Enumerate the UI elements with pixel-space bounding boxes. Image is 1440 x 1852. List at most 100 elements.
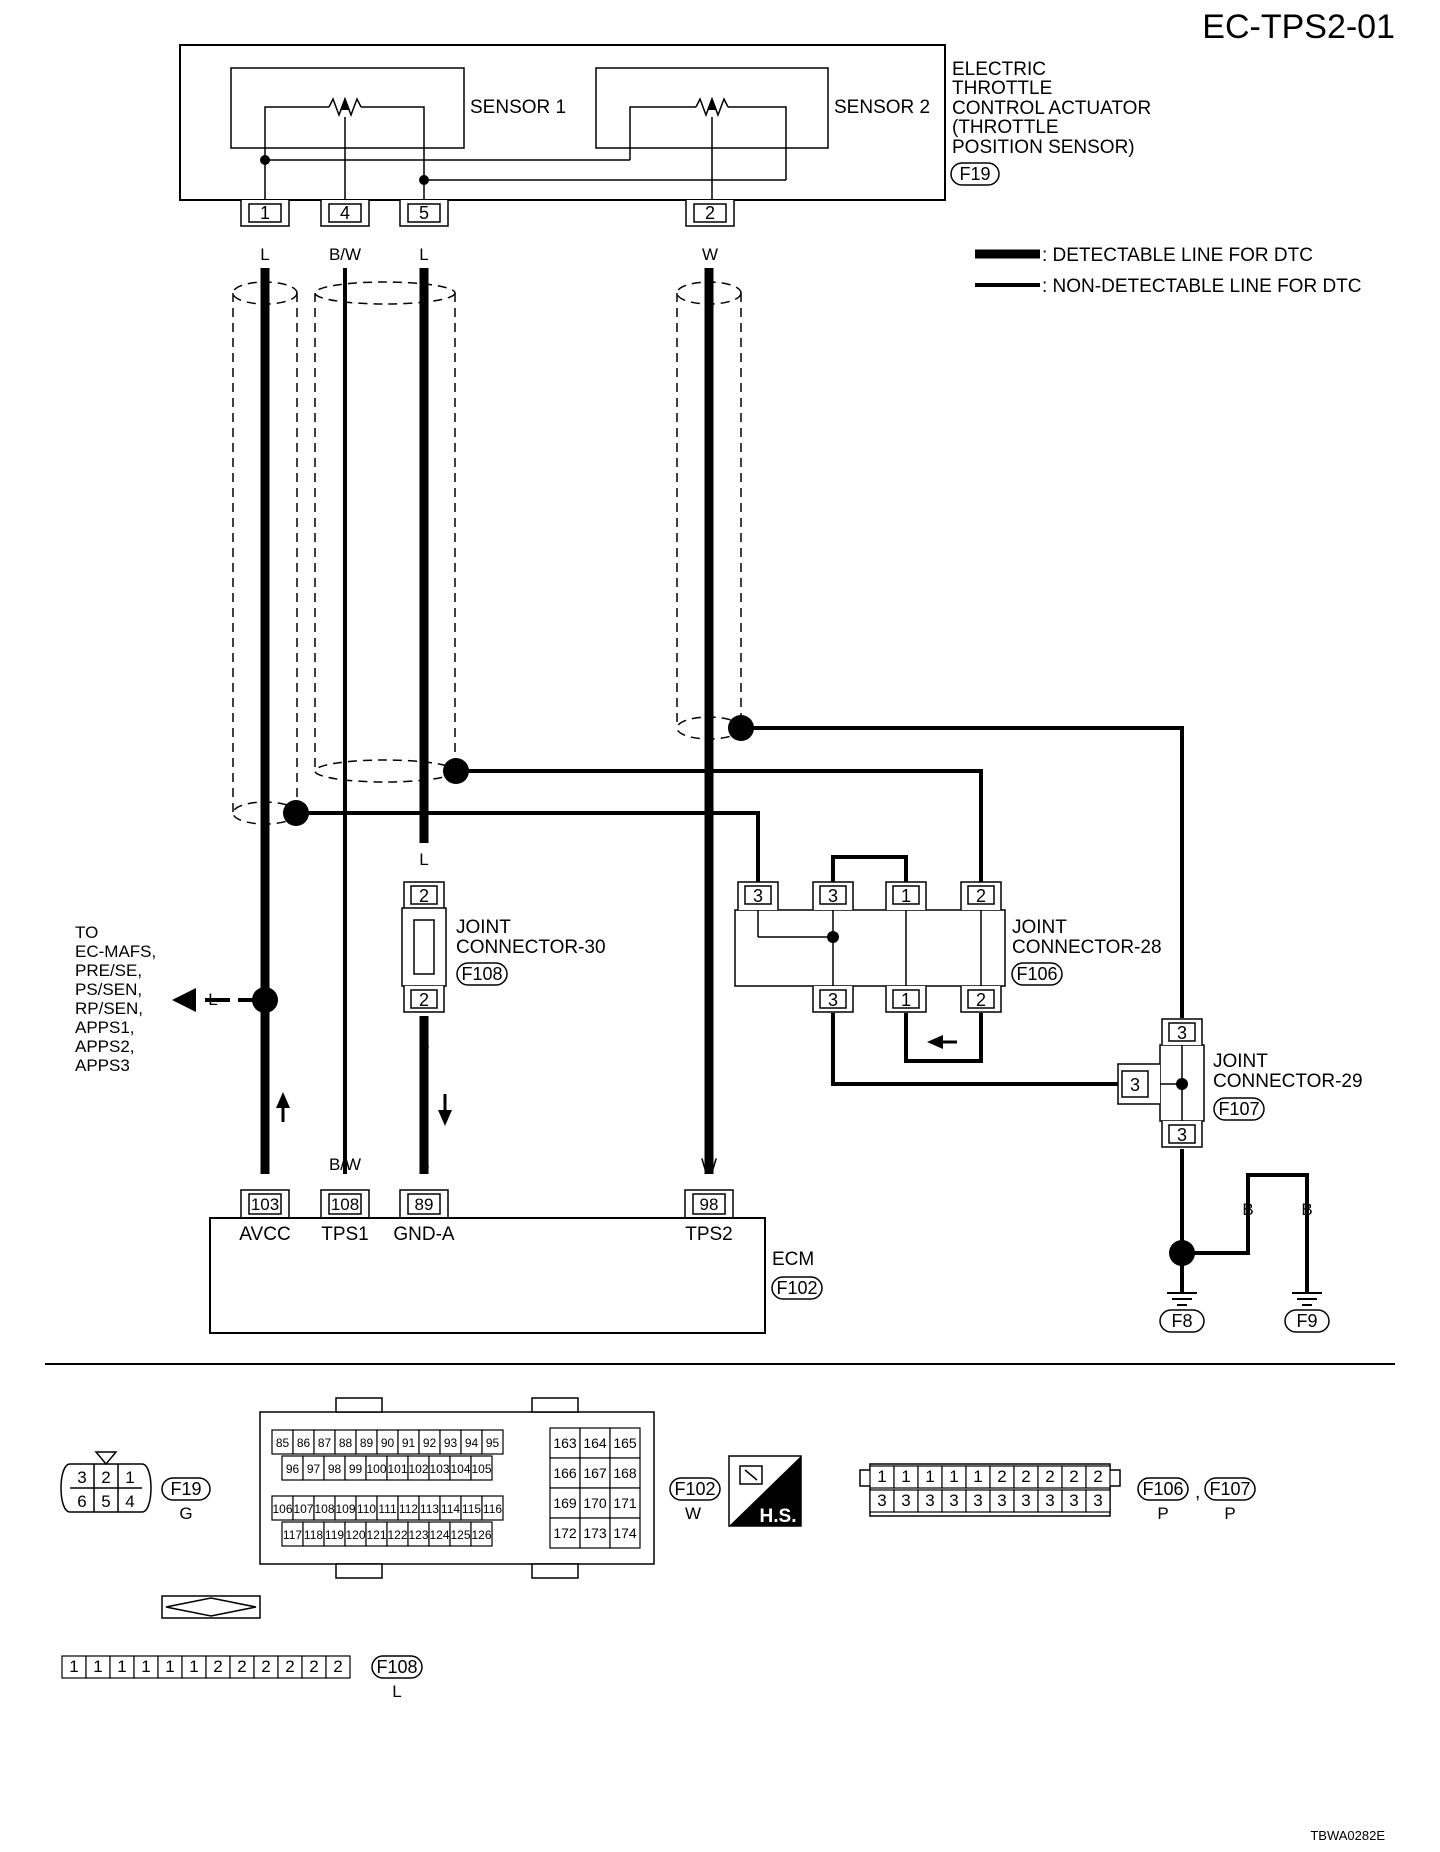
pin-cell: [609, 1427, 641, 1459]
pin-number: 3: [877, 1491, 886, 1510]
pin-number: 105: [471, 1462, 491, 1476]
pin-number: 1: [949, 1467, 958, 1486]
pin-5: 5: [419, 203, 429, 223]
view-tag-f102: [669, 1477, 721, 1501]
wire-color-label: L: [419, 850, 428, 869]
sensor1-wiper-arrow: [340, 97, 350, 110]
j28-pin: 1: [901, 990, 911, 1010]
pin-number: 2: [333, 1657, 342, 1676]
wires: [205, 268, 1309, 1293]
j28-pin: 1: [901, 886, 911, 906]
pin-number: 97: [307, 1462, 321, 1476]
view-tag-f107-text: F107: [1209, 1479, 1250, 1499]
pin-number: 2: [1045, 1467, 1054, 1486]
joint-connector-30: [401, 881, 447, 1013]
j29-label: JOINT CONNECTOR-29: [1213, 1051, 1363, 1092]
f19-pin: 4: [125, 1492, 134, 1511]
pin-number: 1: [189, 1657, 198, 1676]
pin-number: 174: [613, 1525, 637, 1541]
pin-number: 96: [286, 1462, 300, 1476]
ecm-terminal: TPS2: [685, 1224, 733, 1245]
pin-number: 1: [165, 1657, 174, 1676]
f19-pin: 5: [101, 1492, 110, 1511]
pin-number: 100: [366, 1462, 386, 1476]
sensor2-label: SENSOR 2: [834, 97, 930, 118]
view-tag-f19-text: F19: [170, 1479, 201, 1499]
j28-pin: 3: [753, 886, 763, 906]
connector-tag-f107: [1213, 1097, 1265, 1121]
pin-number: 94: [465, 1436, 479, 1450]
wire-color-label: W: [701, 1155, 717, 1174]
pin-number: 1: [925, 1467, 934, 1486]
pin-number: 1: [117, 1657, 126, 1676]
pin-number: 2: [261, 1657, 270, 1676]
pin-cell: [470, 1521, 493, 1547]
junction-dot: [827, 931, 839, 943]
pin-cell: [481, 1495, 504, 1521]
ecm-label: ECM: [772, 1249, 814, 1270]
figure-code: TBWA0282E: [1310, 1828, 1385, 1843]
connector-tag-f106: [1011, 962, 1063, 986]
wire-color-label: B: [1242, 1200, 1253, 1219]
pin-number: 1: [69, 1657, 78, 1676]
pin-number: 126: [471, 1528, 491, 1542]
pin-cell: [549, 1427, 581, 1459]
pin-number: 111: [378, 1502, 397, 1516]
f19-pin: 6: [77, 1492, 86, 1511]
pin-number: 3: [1021, 1491, 1030, 1510]
f19-pin: 1: [125, 1468, 134, 1487]
pin-cell: [1085, 1489, 1111, 1513]
page-title: EC-TPS2-01: [1202, 8, 1395, 46]
wire-color-label: L: [260, 1155, 269, 1174]
wire-color-label: B: [418, 1035, 429, 1054]
pin-cell: [609, 1517, 641, 1549]
pin-number: 120: [345, 1528, 365, 1542]
pin-number: 171: [613, 1495, 637, 1511]
ground-tag-f9-text: F9: [1296, 1311, 1317, 1331]
pin-number: 165: [613, 1435, 637, 1451]
ecm-terminal: AVCC: [239, 1224, 290, 1245]
pin-number: 3: [1069, 1491, 1078, 1510]
pin-cell: [579, 1517, 611, 1549]
pin-cell: [481, 1429, 504, 1455]
junction-dot: [419, 175, 429, 185]
pin-number: 109: [335, 1502, 355, 1516]
connector-view-f108-frame: [161, 1595, 261, 1619]
view-tag-f108: [371, 1655, 423, 1679]
pin-cell: [470, 1455, 493, 1481]
pin-number: 166: [553, 1465, 577, 1481]
pin-number: 102: [408, 1462, 428, 1476]
pin-number: 89: [360, 1436, 374, 1450]
j29-pin: 3: [1177, 1125, 1187, 1145]
joint-connector-29: [1117, 1018, 1205, 1148]
j30-label: JOINT CONNECTOR-30: [456, 917, 606, 958]
ground-symbols: [1167, 1292, 1322, 1306]
f102-color: W: [685, 1504, 701, 1523]
view-tag-f102-text: F102: [674, 1479, 715, 1499]
wire-color-label: B/W: [329, 1155, 361, 1174]
wire-color-label: L: [419, 245, 428, 264]
shield-junction-dot: [728, 715, 754, 741]
pin-number: 93: [444, 1436, 458, 1450]
wire-color-label: L: [260, 245, 269, 264]
pin-cell: [325, 1655, 351, 1679]
connector-tag-f106-text: F106: [1016, 964, 1057, 984]
branch-note: TO EC-MAFS, PRE/SE, PS/SEN, RP/SEN, APPS…: [75, 923, 161, 1075]
pin-number: 122: [387, 1528, 407, 1542]
connector-tag-f19-text: F19: [959, 164, 990, 184]
pin-number: 1: [141, 1657, 150, 1676]
pin-number: 2: [1021, 1467, 1030, 1486]
pin-number: 172: [553, 1525, 577, 1541]
pin-number: 3: [1045, 1491, 1054, 1510]
connector-view-f19: [60, 1451, 152, 1513]
j29-pin: 3: [1130, 1075, 1140, 1095]
up-arrow-icon: [276, 1092, 290, 1108]
ecm-pin: 103: [251, 1195, 279, 1214]
branch-junction-dot: [252, 987, 278, 1013]
pin-number: 3: [949, 1491, 958, 1510]
sensor2-wiper-arrow: [707, 97, 717, 110]
branch-arrow-icon: [172, 988, 196, 1012]
pin-number: 88: [339, 1436, 353, 1450]
